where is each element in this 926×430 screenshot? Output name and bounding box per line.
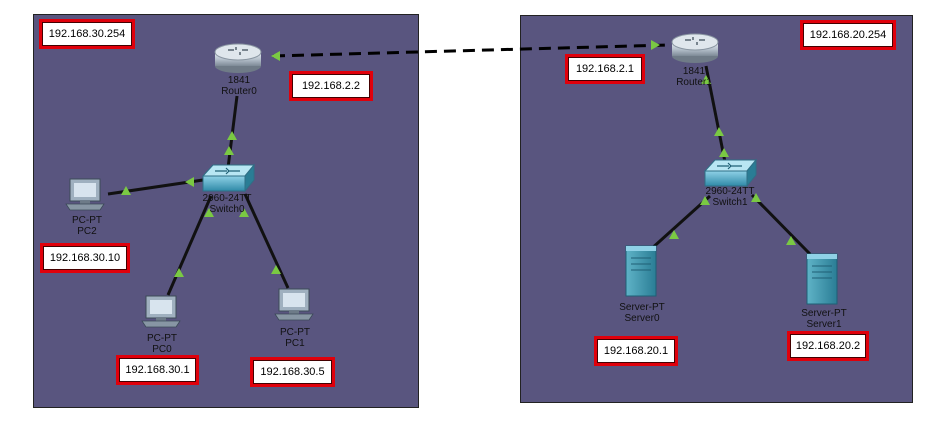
router1-model: 1841 — [682, 66, 706, 77]
router0-model: 1841 — [227, 75, 251, 86]
router1-router-icon[interactable] — [671, 33, 719, 63]
server0-server-icon[interactable] — [625, 245, 657, 297]
switch0-name: Switch0 — [209, 204, 245, 215]
wan-link[interactable] — [272, 43, 669, 58]
pc2-type: PC-PT — [72, 215, 102, 226]
switch0-label: 2960-24TT Switch0 — [195, 193, 259, 215]
server0-ip-note[interactable]: 192.168.20.1 — [594, 336, 678, 366]
router0-label: 1841 Router0 — [210, 75, 268, 97]
router1-wan-ip-note[interactable]: 192.168.2.1 — [565, 54, 645, 84]
server0-name: Server0 — [624, 313, 660, 324]
port-indicators — [121, 60, 796, 277]
switch0-switch-icon[interactable] — [201, 163, 256, 193]
server1-label: Server-PT Server1 — [794, 308, 854, 330]
pc0-name: PC0 — [152, 344, 172, 355]
pc1-name: PC1 — [285, 338, 305, 349]
link-switch0-pc1[interactable] — [243, 193, 290, 289]
pc0-pc-icon[interactable] — [141, 295, 181, 328]
switch0-model: 2960-24TT — [202, 193, 252, 204]
pc0-ip-note[interactable]: 192.168.30.1 — [116, 355, 199, 385]
router0-name: Router0 — [221, 86, 257, 97]
pc2-ip-note[interactable]: 192.168.30.10 — [40, 243, 130, 273]
router1-name: Router1 — [676, 77, 712, 88]
server0-label: Server-PT Server0 — [612, 302, 672, 324]
link-switch1-server1[interactable] — [750, 193, 812, 256]
pc2-pc-icon[interactable] — [65, 178, 105, 211]
pc1-label: PC-PT PC1 — [270, 327, 320, 349]
switch1-name: Switch1 — [712, 197, 748, 208]
pc2-name: PC2 — [77, 226, 97, 237]
server1-server-icon[interactable] — [806, 253, 838, 305]
server0-type: Server-PT — [619, 302, 665, 313]
switch1-model: 2960-24TT — [705, 186, 755, 197]
pc2-label: PC-PT PC2 — [62, 215, 112, 237]
pc1-type: PC-PT — [280, 327, 310, 338]
server1-ip-note[interactable]: 192.168.20.2 — [787, 331, 869, 361]
pc1-pc-icon[interactable] — [274, 288, 314, 321]
switch1-label: 2960-24TT Switch1 — [698, 186, 762, 208]
server1-name: Server1 — [806, 319, 842, 330]
left-gateway-ip-note[interactable]: 192.168.30.254 — [39, 19, 135, 49]
pc0-type: PC-PT — [147, 333, 177, 344]
router0-wan-ip-note[interactable]: 192.168.2.2 — [289, 71, 373, 101]
port-indicator — [271, 51, 280, 61]
server1-type: Server-PT — [801, 308, 847, 319]
right-gateway-ip-note[interactable]: 192.168.20.254 — [800, 20, 896, 50]
router0-router-icon[interactable] — [214, 43, 262, 73]
link-switch0-pc0[interactable] — [166, 195, 213, 296]
port-indicator — [651, 40, 660, 50]
pc1-ip-note[interactable]: 192.168.30.5 — [250, 357, 335, 387]
router1-label: 1841 Router1 — [665, 66, 723, 88]
pc0-label: PC-PT PC0 — [137, 333, 187, 355]
switch1-switch-icon[interactable] — [703, 158, 758, 188]
